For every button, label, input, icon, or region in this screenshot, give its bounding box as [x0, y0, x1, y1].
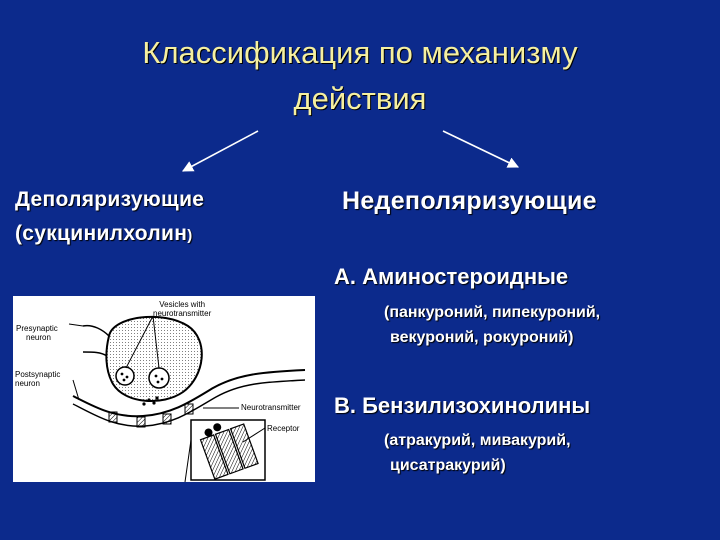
synapse-drawing [68, 315, 306, 482]
depolarizing-heading: Деполяризующие (сукцинилхолин) [15, 183, 204, 253]
synapse-diagram: Vesicles with neurotransmitter Presynapt… [13, 296, 315, 482]
aminosteroid-title: А. Аминостероидные [334, 264, 569, 289]
receptor-site [108, 411, 118, 423]
title-line-2: действия [293, 81, 427, 116]
receptor-site [136, 416, 146, 428]
label-postsynaptic: Postsynaptic neuron [15, 370, 60, 388]
benzylisoquinoline-title: В. Бензилизохинолины [334, 393, 591, 418]
succinylcholine-line: (сукцинилхолин) [15, 217, 204, 253]
receptor-site [184, 403, 194, 415]
aminosteroid-examples-line-1: (панкуроний, пипекуроний, [384, 304, 601, 321]
benzylisoquinoline-examples-line-1: (атракурий, мивакурий, [384, 432, 571, 449]
nondepolarizing-heading: Недеполяризующие [342, 187, 597, 215]
benzylisoquinoline-examples-line-2: цисатракурий) [390, 457, 506, 474]
benzylisoquinoline-examples: (атракурий, мивакурий, цисатракурий) [384, 428, 571, 478]
slide-title: Классификация по механизму действия [60, 30, 660, 122]
receptor-site [162, 413, 172, 425]
label-receptor: Receptor [267, 424, 300, 433]
receptor-zoom [199, 423, 259, 480]
aminosteroid-examples: (панкуроний, пипекуроний, векуроний, рок… [384, 300, 600, 350]
vesicle [148, 367, 170, 389]
label-postsynaptic-1: Postsynaptic [15, 370, 61, 379]
label-vesicles-2: neurotransmitter [153, 309, 212, 318]
closing-paren: ) [187, 227, 193, 244]
depolarizing-label: Деполяризующие [15, 188, 205, 211]
label-vesicles: Vesicles with neurotransmitter [153, 300, 211, 318]
arrow-left [182, 130, 259, 172]
label-presynaptic-1: Presynaptic [16, 324, 58, 333]
label-neurotransmitter: Neurotransmitter [241, 403, 301, 412]
label-presynaptic: Presynaptic neuron [16, 324, 58, 342]
label-postsynaptic-2: neuron [15, 379, 40, 388]
succinylcholine-label: (сукцинилхолин [15, 222, 188, 245]
vesicle [115, 366, 135, 386]
title-line-1: Классификация по механизму [142, 35, 578, 70]
label-vesicles-1: Vesicles with [159, 300, 206, 309]
aminosteroid-examples-line-2: векуроний, рокуроний) [390, 329, 574, 346]
arrow-right [442, 130, 520, 168]
label-presynaptic-2: neuron [26, 333, 51, 342]
presynaptic-axon [82, 324, 110, 357]
